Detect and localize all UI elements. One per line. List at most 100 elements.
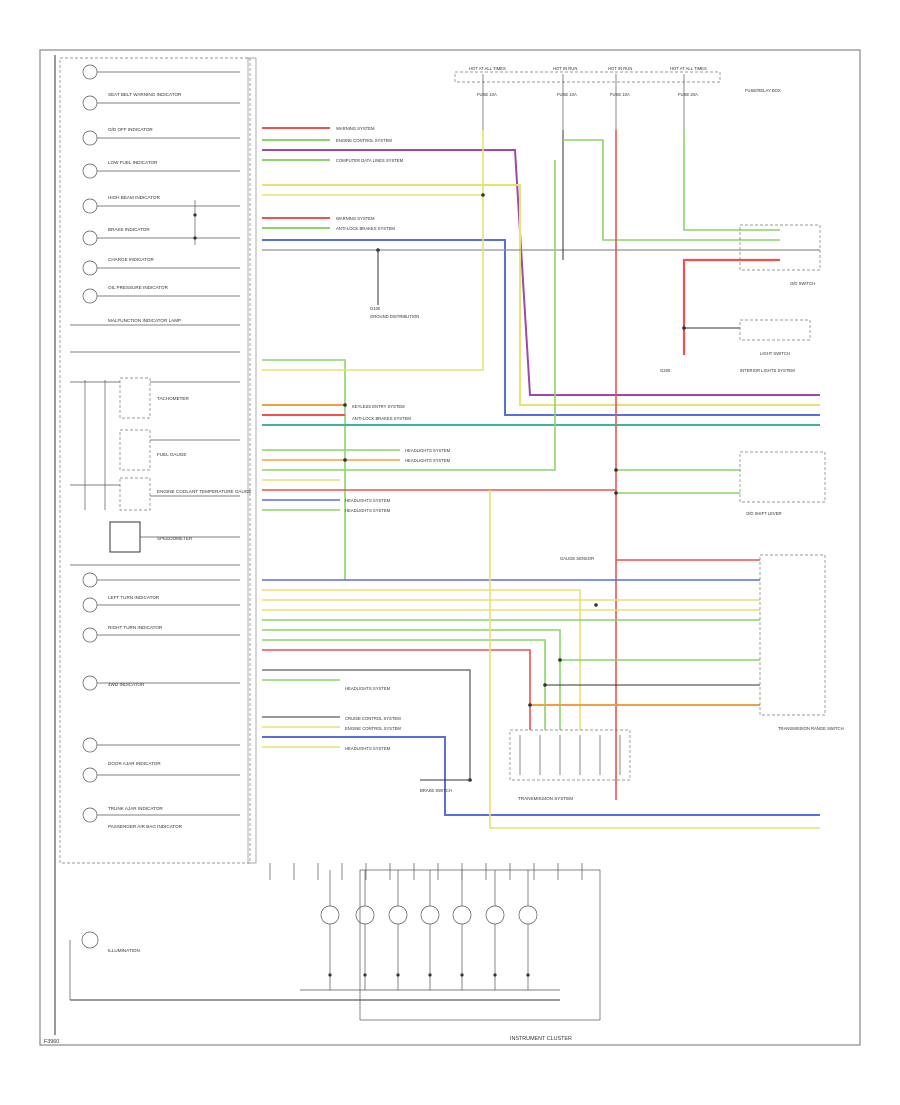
indicator-label: SEAT BELT WARNING INDICATOR xyxy=(108,92,182,97)
illumination-bulb xyxy=(485,870,505,990)
indicator-label: OIL PRESSURE INDICATOR xyxy=(108,285,169,290)
lamp-icon xyxy=(82,230,98,246)
wire-yellow xyxy=(262,184,820,406)
lamp-icon xyxy=(82,675,98,691)
speedometer-box xyxy=(109,521,141,553)
indicator-label: PASSENGER AIR BAG INDICATOR xyxy=(108,824,183,829)
system-ref: COMPUTER DATA LINES SYSTEM xyxy=(336,158,404,163)
transmission-connector xyxy=(509,729,631,781)
lamp-icon xyxy=(82,95,98,111)
fuel-gauge-box xyxy=(119,429,151,471)
lamp-icon xyxy=(82,572,98,588)
splice-dot xyxy=(543,683,547,687)
lower-indicator-4: DOOR AJAR INDICATOR xyxy=(82,737,240,766)
illumination-bulb xyxy=(420,870,440,990)
lamp-icon xyxy=(81,931,99,949)
indicator-2: O/D OFF INDICATOR xyxy=(82,127,240,146)
indicator-label: BRAKE INDICATOR xyxy=(108,227,150,232)
lower-indicator-5 xyxy=(82,767,240,783)
lamp-icon xyxy=(82,260,98,276)
indicator-0 xyxy=(82,64,240,80)
indicator-7: OIL PRESSURE INDICATOR xyxy=(82,285,240,304)
splice-dot xyxy=(493,973,497,977)
splice-points xyxy=(343,193,686,782)
indicator-label: LOW FUEL INDICATOR xyxy=(108,160,158,165)
gauge-sensor-label: GAUGE SENSOR xyxy=(560,556,594,561)
indicator-label: RIGHT TURN INDICATOR xyxy=(108,625,163,630)
indicator-label: 4WD INDICATOR xyxy=(108,682,145,687)
system-ref: KEYLESS ENTRY SYSTEM xyxy=(352,404,405,409)
splice-dot xyxy=(343,403,347,407)
wire-blue xyxy=(262,239,820,416)
illumination-bulbs xyxy=(320,870,538,990)
tachometer-box xyxy=(119,377,151,419)
lower-indicator-6: TRUNK AJAR INDICATOR PASSENGER AIR BAG I… xyxy=(82,806,240,829)
transmission-system-block: TRANSMISSION SYSTEM xyxy=(509,729,631,801)
indicator-label: HIGH BEAM INDICATOR xyxy=(108,195,161,200)
ground-label-g200: G200 xyxy=(660,368,671,373)
lamp-icon xyxy=(82,627,98,643)
od-switch-label: O/D SWITCH xyxy=(790,281,815,286)
lamp-icon xyxy=(82,807,98,823)
lamp-icon xyxy=(82,737,98,753)
illumination-bulb xyxy=(388,870,408,990)
bulb-icon xyxy=(320,905,340,925)
cluster-label: INSTRUMENT CLUSTER xyxy=(510,1036,572,1042)
lamp-icon xyxy=(82,163,98,179)
lower-indicator-3: 4WD INDICATOR xyxy=(82,675,240,691)
system-ref: CRUISE CONTROL SYSTEM xyxy=(345,716,401,721)
indicator-1: SEAT BELT WARNING INDICATOR xyxy=(82,92,240,111)
lower-indicator-2: RIGHT TURN INDICATOR xyxy=(82,625,240,643)
indicator-5: BRAKE INDICATOR xyxy=(82,227,240,246)
fuel-gauge-label: FUEL GAUGE xyxy=(157,452,186,457)
bulb-icon xyxy=(355,905,375,925)
light-switch-box xyxy=(739,319,811,341)
splice-dot xyxy=(193,213,197,217)
cluster-ground-loop xyxy=(359,869,601,1021)
system-ref: ANTI-LOCK BRAKES SYSTEM xyxy=(352,416,411,421)
fuse-box-label: FUSE/RELAY BOX xyxy=(745,88,781,93)
splice-dot xyxy=(682,326,686,330)
ground-distribution-label: GROUND DISTRIBUTION xyxy=(370,314,419,319)
wire-purple xyxy=(262,149,820,396)
bulb-icon xyxy=(485,905,505,925)
wire-red xyxy=(682,258,780,355)
wire-green xyxy=(262,639,546,730)
lamp-icon xyxy=(82,198,98,214)
system-ref: ANTI-LOCK BRAKES SYSTEM xyxy=(336,226,395,231)
indicator-3: LOW FUEL INDICATOR xyxy=(82,160,240,179)
lower-indicator-0 xyxy=(82,572,240,588)
system-ref: HEADLIGHTS SYSTEM xyxy=(345,508,391,513)
page-frame xyxy=(39,49,861,1046)
instrument-cluster-box xyxy=(59,57,251,864)
bulb-icon xyxy=(518,905,538,925)
wire-green xyxy=(262,160,556,471)
splice-dot xyxy=(328,973,332,977)
splice-dot xyxy=(481,193,485,197)
cluster-connector-strip xyxy=(247,57,257,864)
lamp-icon xyxy=(82,597,98,613)
wire-black xyxy=(262,669,471,780)
system-ref: HEADLIGHTS SYSTEM xyxy=(405,458,451,463)
indicator-4: HIGH BEAM INDICATOR xyxy=(82,195,240,214)
interior-lights-label: INTERIOR LIGHTS SYSTEM xyxy=(740,368,795,373)
fuse-rating: FUSE 10A xyxy=(610,92,630,97)
fuse-feed-label: HOT AT ALL TIMES xyxy=(469,66,506,71)
system-ref: WARNING SYSTEM xyxy=(336,216,375,221)
transmission-range-switch-box xyxy=(759,554,826,716)
wire-blue xyxy=(262,736,820,816)
speedometer-label: SPEEDOMETER xyxy=(157,536,193,541)
od-shift-lever-label: O/D SHIFT LEVER xyxy=(746,511,782,516)
splice-dot xyxy=(428,973,432,977)
fuse-rating: FUSE 20A xyxy=(678,92,698,97)
illumination-bulb xyxy=(518,870,538,990)
indicator-label: DOOR AJAR INDICATOR xyxy=(108,761,161,766)
splice-dot xyxy=(558,658,562,662)
indicator-label: MALFUNCTION INDICATOR LAMP xyxy=(108,318,181,323)
indicator-label: LEFT TURN INDICATOR xyxy=(108,595,160,600)
fuse-1: HOT IN RUN FUSE 10A xyxy=(553,66,577,130)
ground-label-g100: G100 xyxy=(370,306,381,311)
fuse-3: HOT AT ALL TIMES FUSE 20A xyxy=(670,66,707,130)
fuse-relay-connector xyxy=(739,224,821,271)
